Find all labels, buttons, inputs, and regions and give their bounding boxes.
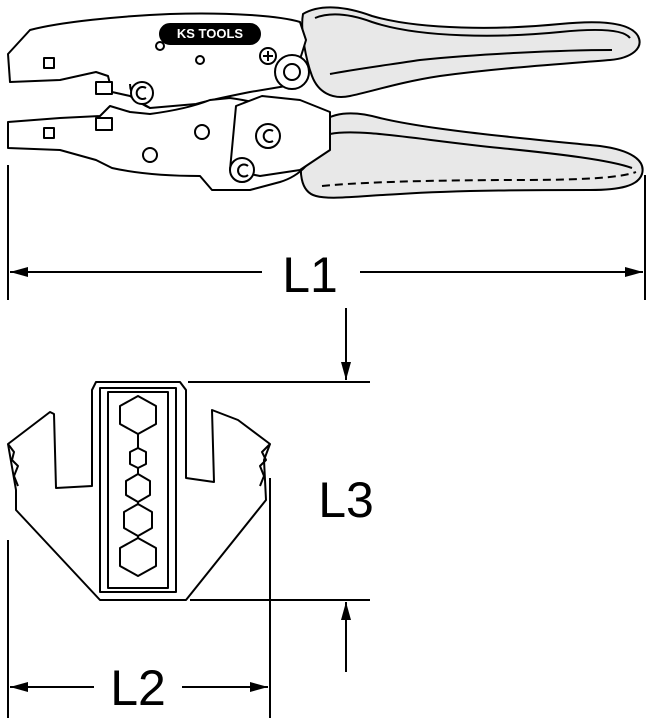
crimping-pliers: KS TOOLS xyxy=(7,6,644,199)
upper-handle-grip xyxy=(301,6,641,98)
dimension-l2 xyxy=(7,478,271,718)
l2-label: L2 xyxy=(110,660,166,716)
l3-label: L3 xyxy=(318,472,374,528)
crimp-die xyxy=(7,381,271,601)
hex-cavity-2 xyxy=(125,473,151,503)
dimension-l1 xyxy=(7,165,646,300)
hex-cavity-4 xyxy=(119,537,157,577)
ks-tools-logo: KS TOOLS xyxy=(159,23,261,45)
dimension-l3 xyxy=(188,308,370,672)
lower-handle-grip xyxy=(299,112,644,199)
logo-text: KS TOOLS xyxy=(177,26,244,41)
l1-label: L1 xyxy=(282,247,338,303)
hex-cavity-3 xyxy=(123,503,153,537)
